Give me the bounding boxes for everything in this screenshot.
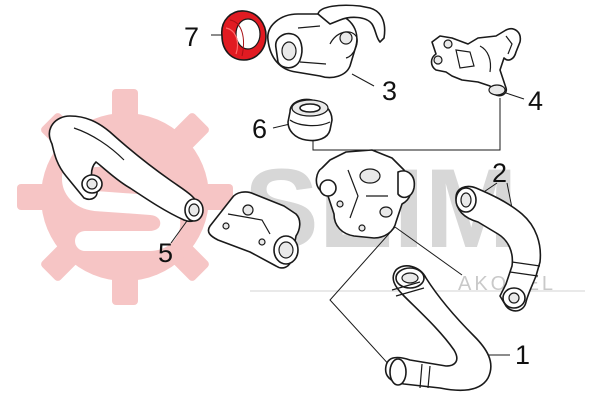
callout-4: 4 — [528, 86, 543, 116]
part-7-ring-gasket[interactable] — [221, 10, 267, 61]
part-2-hose-pipe[interactable] — [455, 185, 542, 312]
gear-icon — [17, 89, 233, 305]
callout-7: 7 — [184, 22, 199, 52]
callout-1: 1 — [515, 340, 530, 370]
callout-5: 5 — [158, 238, 173, 268]
part-6-ring-gasket[interactable] — [287, 98, 333, 142]
callout-2: 2 — [492, 158, 507, 188]
callout-6: 6 — [252, 114, 267, 144]
part-1-hose-pipe[interactable] — [384, 265, 492, 392]
callout-labels: 1 2 3 4 5 6 7 — [158, 22, 543, 370]
part-3-valve-housing[interactable] — [267, 4, 386, 79]
part-4-flange-pipe[interactable] — [430, 27, 522, 97]
throttle-housing[interactable] — [207, 191, 301, 269]
central-valve-body[interactable] — [315, 149, 416, 239]
callout-3: 3 — [382, 76, 397, 106]
part-5-hose-pipe[interactable] — [48, 115, 204, 223]
